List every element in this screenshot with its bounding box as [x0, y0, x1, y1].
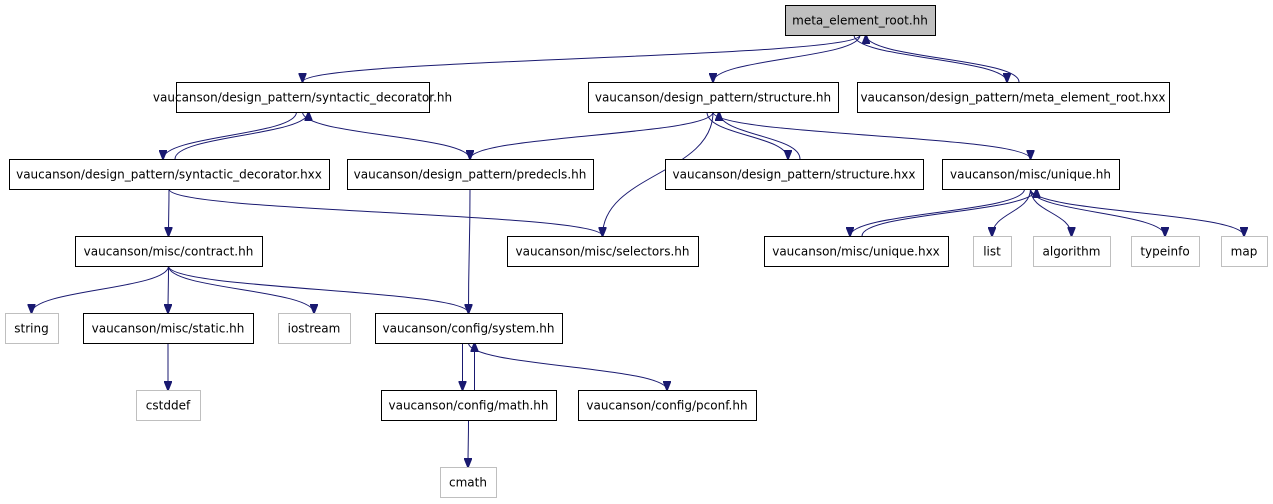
graph-node-pconf[interactable]: vaucanson/config/pconf.hh: [578, 390, 757, 421]
edge-unique-to-uniquehxx: [850, 188, 1025, 236]
graph-node-syndechxx[interactable]: vaucanson/design_pattern/syntactic_decor…: [9, 159, 330, 190]
graph-node-cmath: cmath: [440, 467, 497, 498]
node-label: iostream: [288, 322, 341, 336]
node-label: vaucanson/config/math.hh: [388, 399, 548, 413]
edge-syndec-to-predecls: [302, 111, 471, 159]
node-label: vaucanson/misc/static.hh: [92, 322, 245, 336]
node-box: [1221, 236, 1268, 267]
node-box: [83, 313, 254, 344]
edge-system-to-pconf: [468, 342, 668, 390]
edge-struct-to-structhxx: [706, 111, 788, 159]
node-box: [347, 159, 594, 190]
node-box: [785, 5, 936, 36]
graph-node-structhxx[interactable]: vaucanson/design_pattern/structure.hxx: [665, 159, 924, 190]
graph-node-unique[interactable]: vaucanson/misc/unique.hh: [942, 159, 1120, 190]
node-box: [507, 236, 699, 267]
node-box: [9, 159, 330, 190]
node-label: string: [14, 322, 48, 336]
edge-unique-to-algorithm: [1030, 188, 1072, 236]
node-label: vaucanson/config/system.hh: [382, 322, 554, 336]
edge-syndechxx-to-selectors: [168, 188, 603, 236]
node-label: cstddef: [146, 399, 191, 413]
edge-unique-to-typeinfo: [1030, 188, 1166, 236]
edge-struct-to-predecls: [470, 111, 714, 159]
graph-node-list: list: [973, 236, 1012, 267]
node-box: [176, 82, 430, 113]
graph-node-root[interactable]: meta_element_root.hh: [785, 5, 936, 36]
edge-syndec-to-syndechxx: [163, 111, 297, 159]
graph-node-syndec[interactable]: vaucanson/design_pattern/syntactic_decor…: [153, 82, 452, 113]
edge-contract-to-string: [32, 265, 169, 313]
node-box: [857, 82, 1170, 113]
node-label: vaucanson/misc/unique.hxx: [772, 245, 940, 259]
graph-node-algorithm: algorithm: [1033, 236, 1111, 267]
edge-root-to-merhxx: [853, 34, 1007, 82]
node-box: [381, 390, 557, 421]
graph-node-map: map: [1221, 236, 1268, 267]
graph-node-merhxx[interactable]: vaucanson/design_pattern/meta_element_ro…: [857, 82, 1170, 113]
edge-root-to-struct: [713, 34, 861, 82]
edge-struct-to-unique: [712, 111, 1031, 159]
node-label: vaucanson/design_pattern/meta_element_ro…: [860, 91, 1165, 105]
graph-node-string: string: [5, 313, 59, 344]
node-box: [764, 236, 949, 267]
edge-syndechxx-to-contract: [169, 188, 170, 236]
edge-math-to-cmath: [468, 419, 469, 467]
graph-node-typeinfo: typeinfo: [1131, 236, 1200, 267]
edge-struct-to-selectors: [603, 111, 714, 236]
node-box: [973, 236, 1012, 267]
node-box: [278, 313, 351, 344]
node-label: cmath: [449, 476, 487, 490]
graph-node-contract[interactable]: vaucanson/misc/contract.hh: [75, 236, 263, 267]
node-box: [942, 159, 1120, 190]
node-box: [578, 390, 757, 421]
node-label: meta_element_root.hh: [792, 14, 928, 28]
edge-unique-to-map: [1030, 188, 1245, 236]
node-label: vaucanson/misc/selectors.hh: [516, 245, 690, 259]
node-box: [136, 390, 201, 421]
node-label: vaucanson/design_pattern/predecls.hh: [354, 168, 587, 182]
edges-layer: [32, 35, 1245, 467]
edge-contract-to-static: [168, 265, 169, 313]
graph-node-static[interactable]: vaucanson/misc/static.hh: [83, 313, 254, 344]
node-label: vaucanson/misc/unique.hh: [950, 168, 1111, 182]
edge-root-to-syndec: [303, 34, 861, 82]
node-box: [1033, 236, 1111, 267]
node-box: [440, 467, 497, 498]
edge-predecls-to-system: [469, 188, 471, 313]
node-box: [5, 313, 59, 344]
node-label: vaucanson/design_pattern/structure.hxx: [673, 168, 916, 182]
edge-syndechxx-to-syndec: [174, 112, 309, 160]
node-label: map: [1231, 245, 1258, 259]
node-label: algorithm: [1043, 245, 1101, 259]
graph-node-uniquehxx[interactable]: vaucanson/misc/unique.hxx: [764, 236, 949, 267]
node-box: [588, 82, 839, 113]
graph-node-math[interactable]: vaucanson/config/math.hh: [381, 390, 557, 421]
node-box: [1131, 236, 1200, 267]
node-label: vaucanson/misc/contract.hh: [84, 245, 254, 259]
edge-contract-to-system: [168, 265, 469, 313]
edge-structhxx-to-struct: [719, 112, 801, 160]
node-box: [375, 313, 563, 344]
node-label: vaucanson/config/pconf.hh: [586, 399, 747, 413]
node-label: list: [983, 245, 1001, 259]
graph-node-iostream: iostream: [278, 313, 351, 344]
node-label: vaucanson/design_pattern/syntactic_decor…: [16, 168, 322, 182]
graph-node-selectors[interactable]: vaucanson/misc/selectors.hh: [507, 236, 699, 267]
edge-unique-to-list: [992, 188, 1031, 236]
graph-node-predecls[interactable]: vaucanson/design_pattern/predecls.hh: [347, 159, 594, 190]
node-label: typeinfo: [1140, 245, 1189, 259]
edge-merhxx-to-root: [866, 35, 1020, 83]
node-label: vaucanson/design_pattern/syntactic_decor…: [153, 91, 452, 105]
edge-contract-to-iostream: [168, 265, 315, 313]
node-label: vaucanson/design_pattern/structure.hh: [595, 91, 831, 105]
graph-node-system[interactable]: vaucanson/config/system.hh: [375, 313, 563, 344]
graph-node-struct[interactable]: vaucanson/design_pattern/structure.hh: [588, 82, 839, 113]
node-box: [75, 236, 263, 267]
graph-node-cstddef: cstddef: [136, 390, 201, 421]
nodes-layer: meta_element_root.hh vaucanson/design_pat…: [5, 5, 1268, 498]
node-box: [665, 159, 924, 190]
